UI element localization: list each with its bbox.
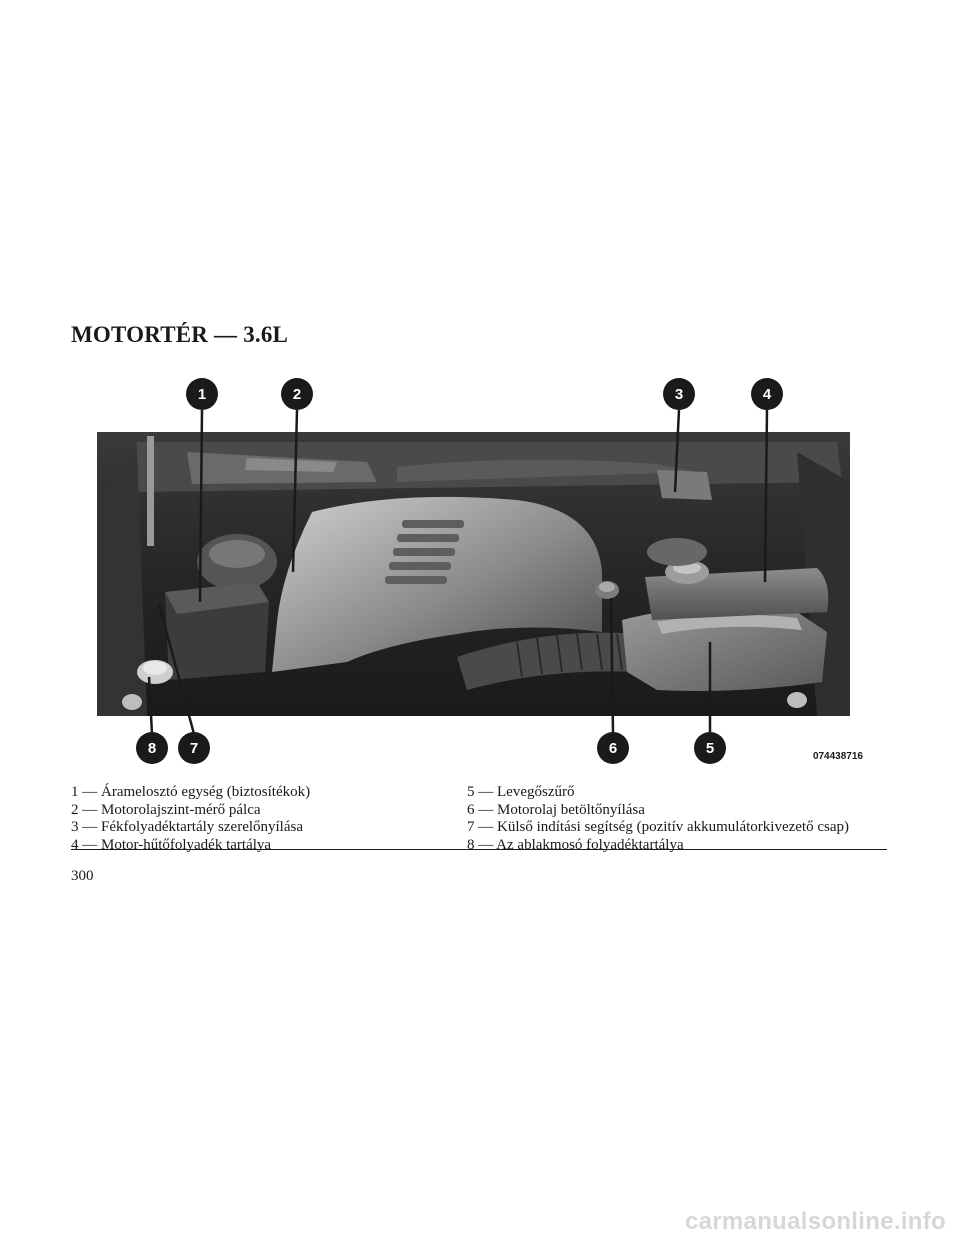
callout-3: 3	[663, 378, 695, 410]
engine-photo	[97, 432, 850, 716]
svg-text:2: 2	[293, 386, 301, 403]
callout-7: 7	[178, 732, 210, 764]
legend-item: 4 — Motor-hűtőfolyadék tartálya	[71, 836, 272, 853]
legend-item: 1 — Áramelosztó egység (biztosítékok)	[71, 784, 311, 800]
callout-1: 1	[186, 378, 218, 410]
callout-4: 4	[751, 378, 783, 410]
svg-text:5: 5	[706, 740, 714, 757]
callout-2: 2	[281, 378, 313, 410]
engine-compartment-figure: 1 2 3 4 5 6 7 8 074438716	[97, 372, 867, 772]
legend-item: 2 — Motorolajszint-mérő pálca	[71, 801, 261, 818]
svg-text:3: 3	[675, 386, 683, 403]
engine-compartment-illustration: 1 2 3 4 5 6 7 8 074438716	[97, 378, 863, 764]
page-number: 300	[71, 868, 94, 884]
legend-item: 6 — Motorolaj betöltőnyílása	[467, 801, 645, 818]
svg-text:8: 8	[148, 740, 156, 757]
legend-item: 5 — Levegőszűrő	[467, 784, 575, 800]
svg-text:6: 6	[609, 740, 617, 757]
legend-column-right: 5 — Levegőszűrő 6 — Motorolaj betöltőnyí…	[467, 784, 849, 854]
page-title: MOTORTÉR — 3.6L	[71, 322, 289, 347]
legend-item: 8 — Az ablakmosó folyadéktartálya	[467, 836, 684, 853]
callout-5: 5	[694, 732, 726, 764]
legend-divider	[71, 849, 887, 850]
figure-code: 074438716	[813, 751, 863, 762]
svg-text:4: 4	[763, 386, 772, 403]
legend-item: 7 — Külső indítási segítség (pozitív akk…	[467, 819, 850, 835]
watermark: carmanualsonline.info	[684, 1208, 946, 1235]
legend-column-left: 1 — Áramelosztó egység (biztosítékok) 2 …	[71, 784, 310, 854]
callout-8: 8	[136, 732, 168, 764]
svg-text:1: 1	[198, 386, 206, 403]
callout-6: 6	[597, 732, 629, 764]
callout-leaders	[147, 409, 769, 735]
svg-text:7: 7	[190, 740, 198, 757]
legend-item: 3 — Fékfolyadéktartály szerelőnyílása	[71, 819, 304, 835]
